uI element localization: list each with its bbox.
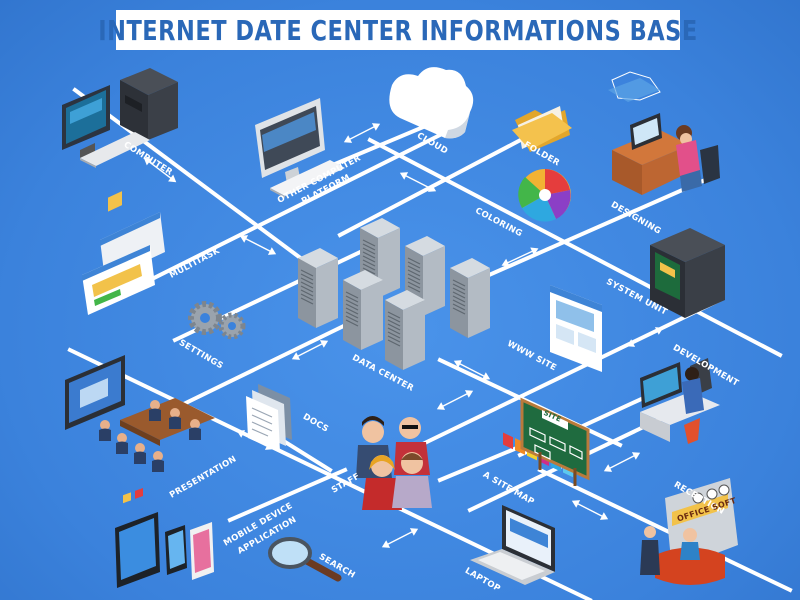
search-illustration	[268, 537, 342, 582]
multitask-illustration	[82, 191, 165, 315]
site-map-illustration	[520, 397, 590, 486]
docs-illustration	[246, 384, 292, 452]
designing-illustration	[608, 71, 720, 195]
presentation-illustration	[65, 355, 215, 472]
data-center-servers	[297, 217, 491, 371]
laptop-illustration	[470, 505, 555, 585]
page-title: INTERNET DATE CENTER INFORMATIONS BASE	[98, 14, 698, 46]
folder-illustration	[512, 106, 572, 152]
development-illustration	[640, 358, 720, 444]
computer-illustration	[62, 68, 178, 168]
settings-gears-illustration	[188, 301, 246, 340]
system-unit-illustration	[650, 228, 725, 318]
other-computer-platform-illustration	[255, 98, 345, 198]
www-site-illustration	[550, 285, 602, 372]
reception-illustration	[640, 478, 738, 585]
flow-arrows	[143, 123, 664, 548]
mobile-devices-illustration	[115, 487, 214, 588]
cloud-illustration	[389, 67, 474, 139]
title-banner: INTERNET DATE CENTER INFORMATIONS BASE	[98, 10, 697, 50]
staff-illustration	[356, 416, 432, 510]
